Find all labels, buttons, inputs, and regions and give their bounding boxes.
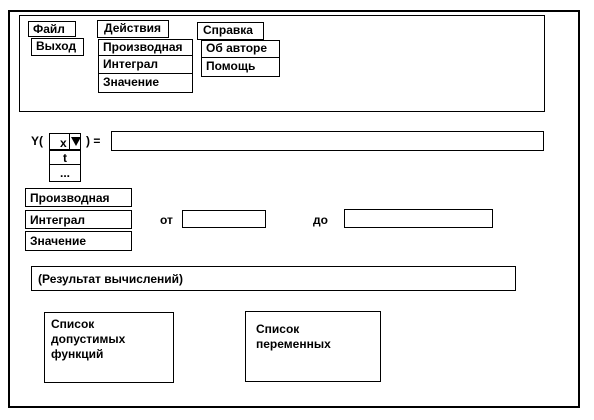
menu-actions-integral[interactable]: Интеграл [99,57,192,74]
menu-help-help[interactable]: Помощь [206,59,256,73]
from-input[interactable] [182,210,266,228]
chevron-down-icon[interactable] [69,134,81,149]
menu-help-dropdown [201,40,280,77]
to-label: до [313,213,328,227]
menu-help-about[interactable]: Об авторе [202,41,279,58]
menu-actions-derivative[interactable]: Производная [99,40,192,56]
variable-options-list [49,150,81,182]
to-input[interactable] [344,209,493,228]
variable-option-more[interactable]: ... [59,166,70,180]
menu-help[interactable]: Справка [197,22,264,40]
expression-prefix: Y( [31,134,43,148]
result-output: (Результат вычислений) [31,266,516,291]
variable-select-value: x [60,136,67,150]
from-label: от [160,213,173,227]
derivative-button[interactable]: Производная [25,188,132,207]
menu-actions[interactable]: Действия [97,20,169,38]
expression-suffix: ) = [86,134,101,148]
variable-option-t[interactable]: t [50,151,80,165]
variables-list[interactable]: Список переменных [245,311,381,382]
variable-select[interactable]: x [49,133,81,150]
expression-input[interactable] [111,131,544,151]
menu-file[interactable]: Файл [28,21,76,37]
functions-list[interactable]: Список допустимых функций [44,312,174,383]
integral-button[interactable]: Интеграл [25,210,132,229]
menu-file-exit[interactable]: Выход [31,38,84,56]
value-button[interactable]: Значение [25,231,132,251]
window-frame [8,10,580,408]
menu-actions-value[interactable]: Значение [103,75,160,89]
menu-actions-dropdown [98,39,193,93]
